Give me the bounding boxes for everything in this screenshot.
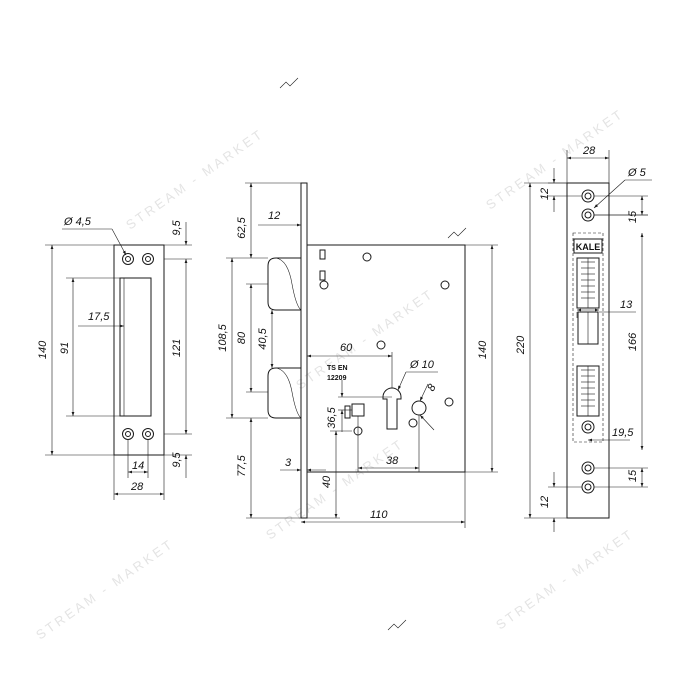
watermark-3: STREAM - MARKET <box>483 106 627 213</box>
dead-bolt <box>267 367 301 419</box>
lock-faceplate <box>300 182 308 519</box>
watermark-6: STREAM - MARKET <box>493 526 637 633</box>
watermark-1: STREAM - MARKET <box>123 126 267 233</box>
strike-hole-spacing-label: 121 <box>171 339 183 357</box>
faceplate-hole-4 <box>581 461 595 475</box>
faceplate-top-hole-label: 12 <box>539 188 551 200</box>
strike-inner-width-label: 14 <box>132 460 144 472</box>
lower-offset-label: 40 <box>321 475 333 488</box>
strike-hole-bl <box>122 428 134 440</box>
faceplate-slot-offset-label: 19,5 <box>612 427 634 439</box>
strike-width-label: 28 <box>130 481 144 493</box>
strike-top-offset-label: 9,5 <box>171 219 183 235</box>
faceplate-hole-1 <box>581 189 595 203</box>
bottom-offset-label: 77,5 <box>236 454 248 476</box>
strike-plate-view: 140 91 17,5 Ø 4,5 121 9,5 9,5 14 <box>37 216 192 500</box>
faceplate-thickness-label: 3 <box>285 457 292 469</box>
standard-line-1: TS EN <box>327 365 348 372</box>
strike-height-label: 140 <box>37 340 49 359</box>
watermark-4: STREAM - MARKET <box>33 536 177 643</box>
watermark-logo-2 <box>447 227 467 239</box>
strike-hole-tr <box>142 253 154 265</box>
faceplate-bottom-hole-label: 12 <box>539 496 551 508</box>
bolt-gap-label: 40,5 <box>257 327 269 349</box>
case-screw-4 <box>376 340 386 350</box>
case-screw-2 <box>319 280 329 290</box>
spindle-square <box>351 403 365 417</box>
cylinder-profile <box>382 387 402 430</box>
lock-case <box>306 244 466 473</box>
faceplate-slot-dashed <box>572 232 604 443</box>
latch-bolt <box>267 257 301 311</box>
body-width-label: 110 <box>370 509 388 521</box>
strike-slot-offset-label: 17,5 <box>88 311 110 323</box>
watermark-5: STREAM - MARKET <box>263 436 407 543</box>
strike-plate-outline <box>113 244 165 456</box>
case-screw-3 <box>440 280 450 290</box>
faceplate-top-spacing-label: 15 <box>627 210 639 223</box>
faceplate-hole-5 <box>581 480 595 494</box>
faceplate-width-label: 28 <box>582 145 596 157</box>
strike-plate-slot <box>119 277 152 417</box>
watermark-logo-1 <box>279 77 299 89</box>
faceplate-length-label: 220 <box>515 335 527 355</box>
faceplate-slot-width-label: 13 <box>620 299 633 311</box>
backset-label: 60 <box>340 342 353 354</box>
cylinder-offset-label: 36,5 <box>326 406 338 428</box>
cylinder-fixing-hole <box>411 400 427 416</box>
faceplate-hole-dia-label: Ø 5 <box>627 167 647 179</box>
body-height-label: 140 <box>477 340 489 359</box>
latch-span-label: 108,5 <box>217 323 229 351</box>
spindle-distance-label: 38 <box>386 455 399 467</box>
watermark-layer: STREAM - MARKET STREAM - MARKET STREAM -… <box>33 77 637 643</box>
top-to-latch-label: 62,5 <box>236 216 248 238</box>
case-screw-1 <box>362 252 372 262</box>
strike-hole-tl <box>122 253 134 265</box>
case-screw-7 <box>408 418 418 428</box>
brand-label: KALE <box>576 242 601 252</box>
watermark-2: STREAM - MARKET <box>293 286 437 393</box>
standard-line-2: 12209 <box>327 375 347 382</box>
watermark-logo-3 <box>387 619 407 631</box>
faceplate-slot-length-label: 166 <box>627 332 639 351</box>
bolt-span-label: 80 <box>236 331 248 344</box>
strike-hole-dia-label: Ø 4,5 <box>63 216 92 228</box>
strike-slot-height-label: 91 <box>59 342 71 354</box>
faceplate-outline <box>566 182 610 519</box>
case-screw-5 <box>444 397 454 407</box>
faceplate-bottom-spacing-label: 15 <box>627 469 639 482</box>
faceplate-hole-2 <box>581 208 595 222</box>
faceplate-view: KALE 28 <box>515 145 652 532</box>
brand-badge <box>573 238 603 254</box>
hole-size-label: 8 <box>425 381 439 393</box>
cylinder-dia-label: Ø 10 <box>409 359 435 371</box>
faceplate-depth-label: 12 <box>268 210 280 222</box>
faceplate-hole-3 <box>581 420 595 434</box>
strike-bottom-offset-label: 9,5 <box>171 451 183 467</box>
strike-hole-br <box>142 428 154 440</box>
